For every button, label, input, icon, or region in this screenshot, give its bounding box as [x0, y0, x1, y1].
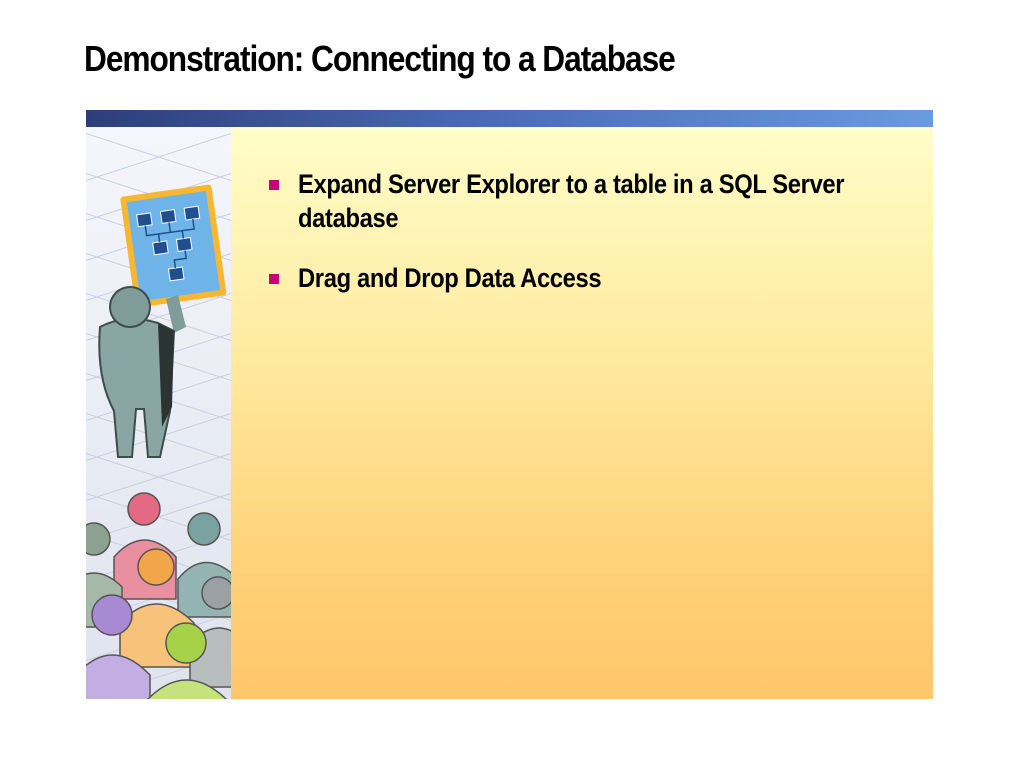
list-item: Drag and Drop Data Access [269, 261, 909, 295]
square-bullet-icon [269, 180, 279, 190]
presenter-illustration-icon [86, 127, 231, 699]
list-item: Expand Server Explorer to a table in a S… [269, 167, 909, 235]
title-accent-bar [86, 110, 933, 127]
content-panel: Expand Server Explorer to a table in a S… [86, 127, 933, 699]
bullet-list: Expand Server Explorer to a table in a S… [269, 167, 909, 321]
bullet-text: Expand Server Explorer to a table in a S… [298, 169, 845, 233]
bullet-text: Drag and Drop Data Access [298, 263, 602, 293]
square-bullet-icon [269, 274, 279, 284]
slide-title: Demonstration: Connecting to a Database [84, 38, 676, 79]
bullet-panel: Expand Server Explorer to a table in a S… [231, 127, 933, 699]
